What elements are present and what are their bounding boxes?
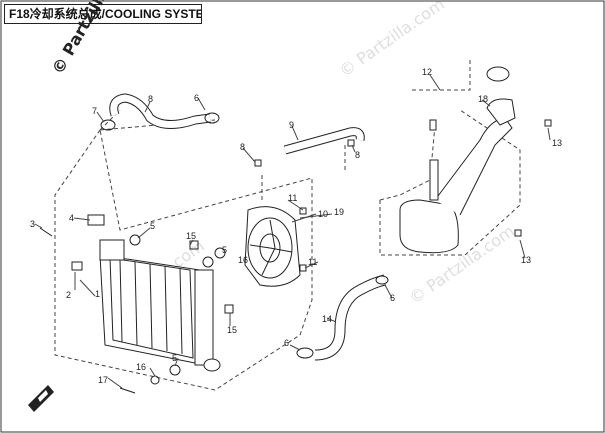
diagram-title: F18冷却系统总成/COOLING SYSTEM xyxy=(4,4,202,24)
callout-18: 18 xyxy=(478,94,488,104)
callout-labels: 7 8 6 9 8 8 12 18 13 13 3 4 5 11 10 19 1… xyxy=(30,67,562,385)
coolant-reservoir xyxy=(399,66,516,254)
callout-9: 9 xyxy=(289,120,294,130)
callout-14: 14 xyxy=(322,314,332,324)
callout-11: 11 xyxy=(308,257,317,267)
lower-hose-14 xyxy=(314,274,387,361)
callout-13: 13 xyxy=(552,138,562,148)
callout-6: 6 xyxy=(194,93,199,103)
callout-1: 1 xyxy=(95,289,100,299)
callout-8: 8 xyxy=(240,142,245,152)
callout-2: 2 xyxy=(66,290,71,300)
bypass-hose-9 xyxy=(283,127,365,155)
callout-8: 8 xyxy=(355,150,360,160)
fan-shroud xyxy=(244,206,301,287)
callout-17: 17 xyxy=(98,375,108,385)
callout-6: 6 xyxy=(284,338,289,348)
bolts xyxy=(39,119,552,394)
upper-hose-7 xyxy=(109,93,211,129)
front-direction-arrow-icon xyxy=(28,385,54,412)
callout-15: 15 xyxy=(186,231,196,241)
callout-3: 3 xyxy=(30,219,35,229)
callout-11: 11 xyxy=(288,193,297,203)
callout-6: 7 xyxy=(92,106,97,116)
callout-5: 5 xyxy=(222,245,227,255)
callout-15: 15 xyxy=(227,325,237,335)
hose-clamps xyxy=(100,112,389,359)
callout-12: 12 xyxy=(422,67,432,77)
callout-13: 13 xyxy=(521,255,531,265)
callout-6: 6 xyxy=(390,293,395,303)
callout-4: 4 xyxy=(69,213,74,223)
callout-10: 10 xyxy=(318,209,328,219)
callout-16: 16 xyxy=(238,255,248,265)
callout-5: 5 xyxy=(150,221,155,231)
callout-19: 19 xyxy=(334,207,344,217)
callout-5: 5 xyxy=(172,353,177,363)
callout-16: 16 xyxy=(136,362,146,372)
radiator xyxy=(99,239,221,372)
callout-7: 8 xyxy=(148,94,153,104)
